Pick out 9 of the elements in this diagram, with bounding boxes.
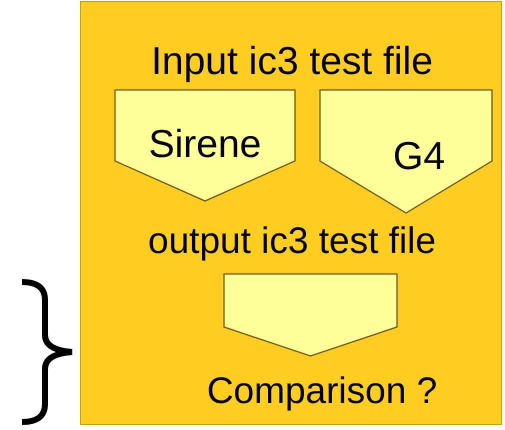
heading-text: Input ic3 test file <box>151 42 433 81</box>
chevron-box <box>114 89 296 202</box>
chevron-box <box>319 89 493 214</box>
heading-text: Comparison ? <box>206 372 438 409</box>
node-label: Sirene <box>148 125 262 164</box>
empty-chevron <box>223 273 398 357</box>
panel-box <box>80 1 502 425</box>
node-label: G4 <box>392 137 446 176</box>
heading-text: output ic3 test file <box>148 222 436 259</box>
